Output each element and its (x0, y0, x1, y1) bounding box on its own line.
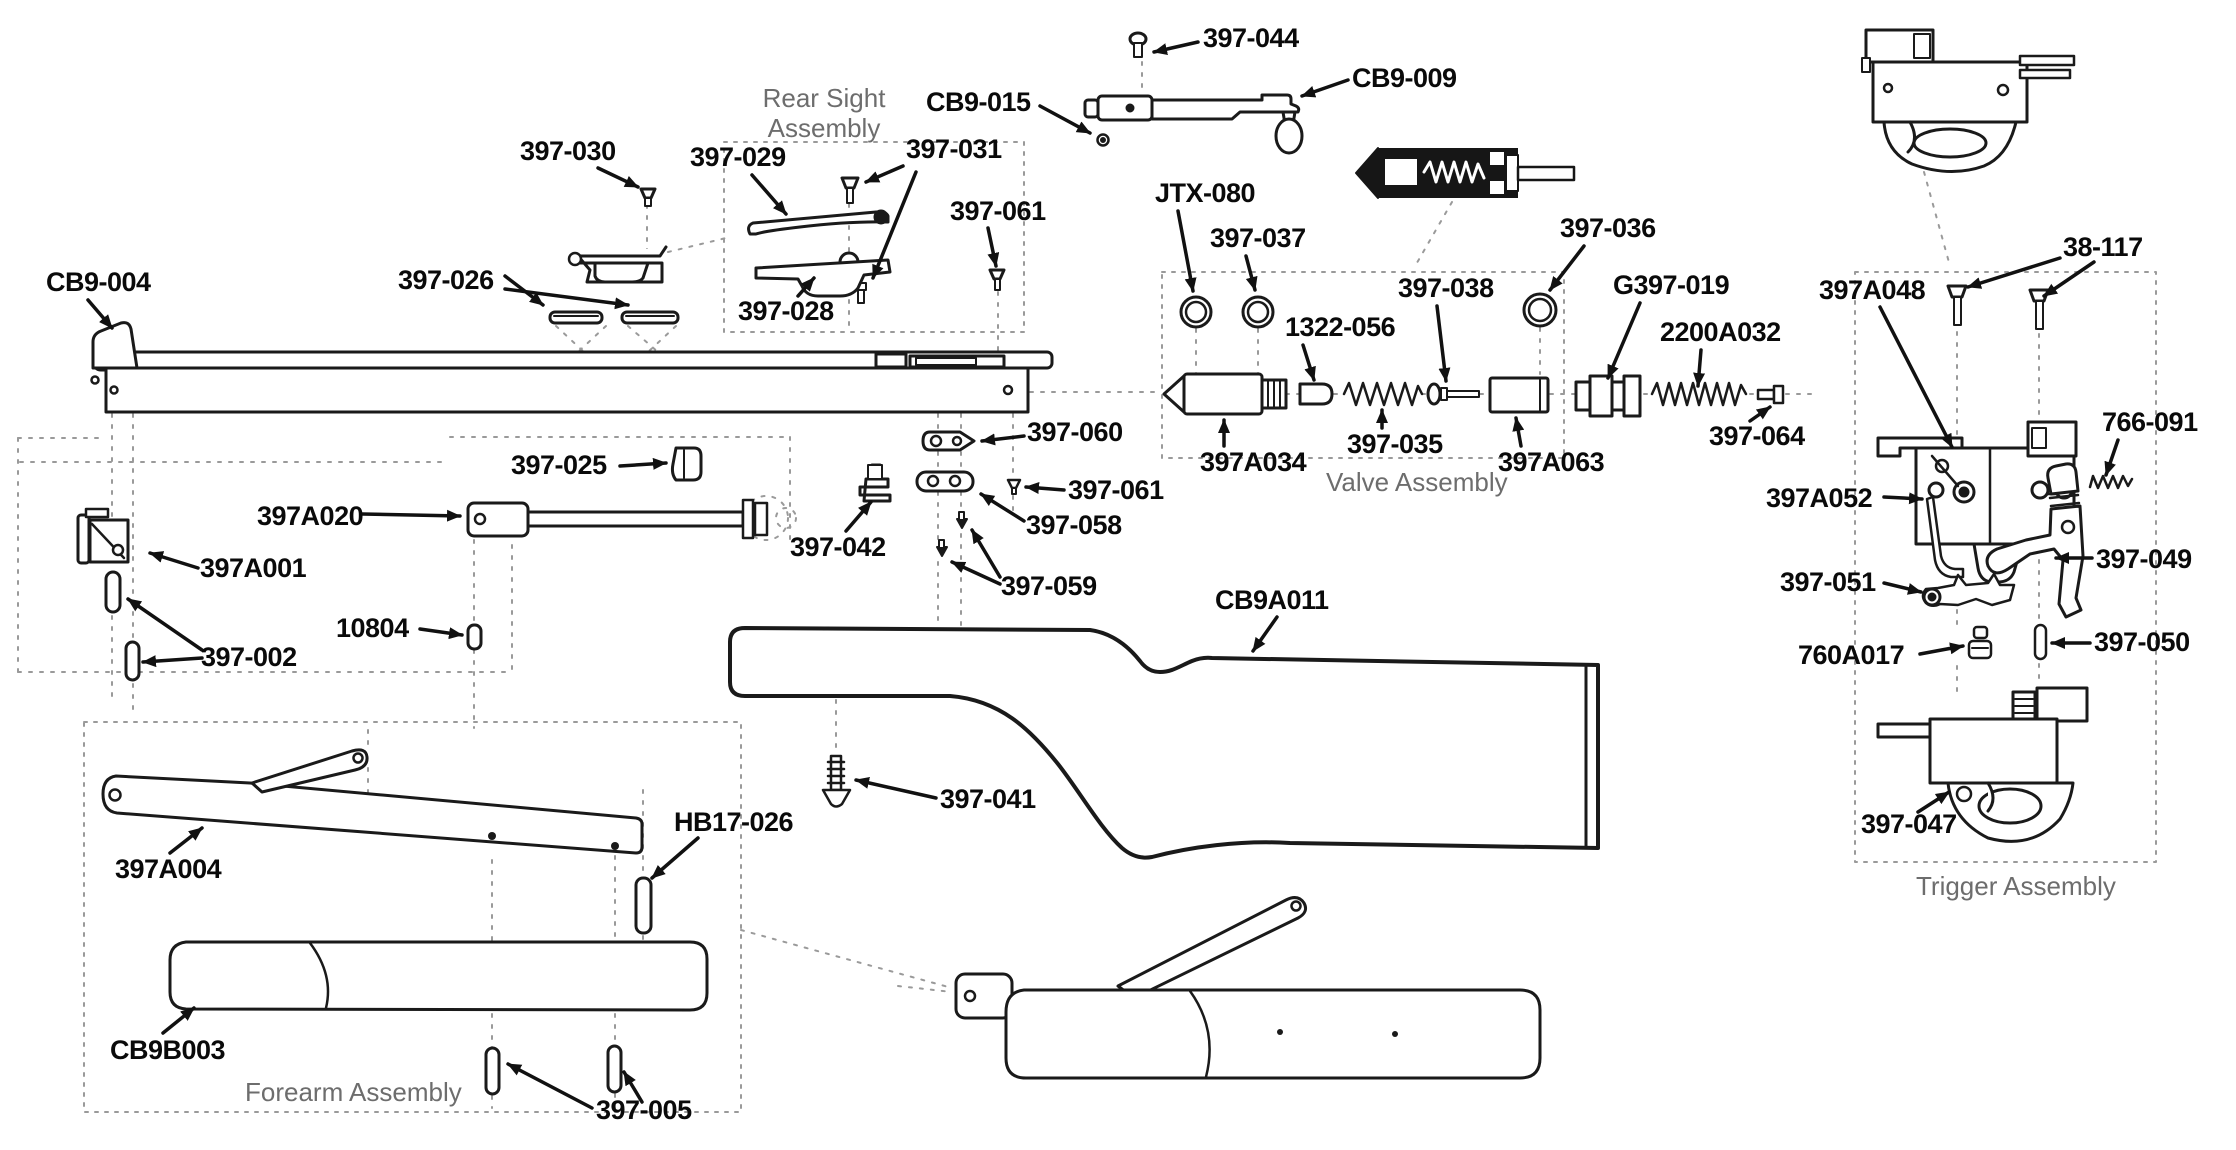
part-label-38-117: 38-117 (2063, 232, 2143, 262)
part-label-1322-056: 1322-056 (1285, 312, 1396, 342)
stock-screw-drawing (821, 754, 852, 808)
barrel-receiver-drawing (90, 321, 1054, 414)
part-label-2200a032: 2200A032 (1660, 317, 1781, 347)
part-label-766-091: 766-091 (2102, 407, 2198, 437)
stud-pins-drawing (76, 507, 483, 682)
valve-parts-drawing (1162, 292, 1785, 418)
rear-sight-assembly-label-line2: Assembly (767, 112, 881, 143)
part-label-g397-019: G397-019 (1613, 270, 1730, 300)
assembled-valve-drawing (1355, 147, 1576, 199)
part-label-397-038: 397-038 (1398, 273, 1494, 303)
valve-box (1161, 271, 1565, 459)
part-label-397-026: 397-026 (398, 265, 494, 295)
pump-rod-drawing (466, 446, 892, 540)
rear-sight-assembly-label-line1: Rear Sight (762, 83, 886, 113)
rear-sight-assembly-label: Rear Sight Assembly (758, 83, 890, 144)
part-label-397-061-mid: 397-061 (1068, 475, 1164, 505)
part-label-397a020: 397A020 (257, 501, 364, 531)
part-label-397-060: 397-060 (1027, 417, 1123, 447)
part-label-397-049: 397-049 (2096, 544, 2192, 574)
rear-sight-drawing (747, 176, 1006, 304)
forearm-parts-drawing (101, 748, 709, 1096)
valve-assembly-label: Valve Assembly (1326, 467, 1508, 497)
part-label-397-047: 397-047 (1861, 809, 1957, 839)
part-label-397-058: 397-058 (1026, 510, 1122, 540)
part-label-cb9b003: CB9B003 (110, 1035, 226, 1065)
part-label-397-050: 397-050 (2094, 627, 2190, 657)
part-label-10804: 10804 (336, 613, 409, 643)
part-label-397-030: 397-030 (520, 136, 616, 166)
part-label-397-029: 397-029 (690, 142, 786, 172)
pin-10804 (466, 623, 483, 651)
part-label-cb9a011: CB9A011 (1215, 585, 1329, 615)
callout-arrows (86, 40, 2120, 1110)
part-label-760a017: 760A017 (1798, 640, 1905, 670)
part-label-397-044: 397-044 (1203, 23, 1299, 53)
part-label-397a001: 397A001 (200, 553, 307, 583)
part-label-397-031: 397-031 (906, 134, 1002, 164)
part-label-cb9-004: CB9-004 (46, 267, 151, 297)
part-label-397a048: 397A048 (1819, 275, 1926, 305)
screw-397-030 (639, 187, 657, 200)
assembled-forearm-drawing (954, 896, 1542, 1080)
part-label-cb9-015: CB9-015 (926, 87, 1031, 117)
front-sight-drawing (548, 187, 680, 325)
part-label-397-035: 397-035 (1347, 429, 1443, 459)
rear-sight-box (723, 141, 1025, 333)
part-label-397a034: 397A034 (1200, 447, 1307, 477)
part-label-397a052: 397A052 (1766, 483, 1873, 513)
trigger-assembled-bottom-drawing (1876, 686, 2089, 843)
forearm-box (83, 721, 742, 1113)
part-label-jtx-080: JTX-080 (1155, 178, 1256, 208)
part-label-397-042: 397-042 (790, 532, 886, 562)
part-label-397a063: 397A063 (1498, 447, 1605, 477)
part-label-397-028: 397-028 (738, 296, 834, 326)
part-label-397-036: 397-036 (1560, 213, 1656, 243)
link-parts-drawing (915, 430, 1022, 557)
part-label-397-025: 397-025 (511, 450, 607, 480)
part-label-397-064: 397-064 (1709, 421, 1805, 451)
part-label-cb9-009: CB9-009 (1352, 63, 1457, 93)
assembly-boxes (83, 141, 2157, 1113)
pump-cup-397-025 (670, 446, 703, 482)
alignment-guides (17, 61, 2040, 1109)
cb9-004-sight (91, 321, 139, 370)
bolt-drawing (1083, 31, 1304, 155)
part-label-hb17-026: HB17-026 (674, 807, 794, 837)
screw-397-061-top (988, 268, 1006, 281)
trigger-housing-drawing (1876, 284, 2134, 661)
part-label-397a004: 397A004 (115, 854, 222, 884)
stock-drawing (728, 626, 1600, 860)
part-label-397-041: 397-041 (940, 784, 1036, 814)
part-label-397-051: 397-051 (1780, 567, 1876, 597)
part-label-397-005: 397-005 (596, 1095, 692, 1125)
forearm-assembly-label: Forearm Assembly (245, 1077, 462, 1107)
part-label-397-037: 397-037 (1210, 223, 1306, 253)
trigger-assembly-label: Trigger Assembly (1916, 871, 2116, 901)
part-label-397-002: 397-002 (201, 642, 297, 672)
part-label-397-061-top: 397-061 (950, 196, 1046, 226)
trigger-assembled-top-drawing (1861, 28, 2076, 174)
trigger-box (1854, 271, 2157, 863)
part-label-397-059: 397-059 (1001, 571, 1097, 601)
